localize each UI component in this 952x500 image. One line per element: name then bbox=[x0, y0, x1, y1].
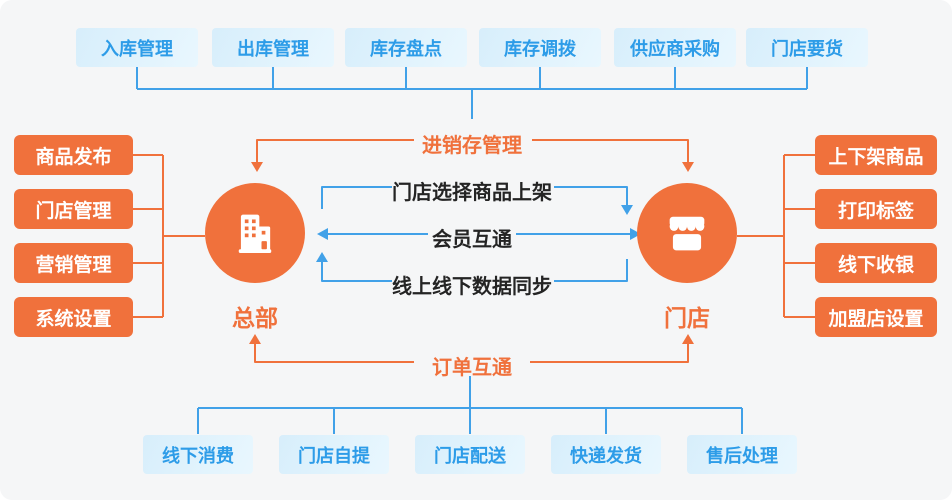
bottom-box-store-pickup: 门店自提 bbox=[279, 435, 389, 474]
headquarters-node-label: 总部 bbox=[232, 306, 278, 332]
left-box-product-publish: 商品发布 bbox=[14, 135, 133, 175]
bottom-box-express-shipping: 快递发货 bbox=[551, 435, 661, 474]
arrowhead-up-link-bottom bbox=[316, 252, 328, 262]
right-box-franchise-settings: 加盟店设置 bbox=[815, 297, 937, 337]
top-bracket-connector bbox=[136, 67, 808, 119]
top-box-stock-taking: 库存盘点 bbox=[345, 28, 467, 67]
store-node-label: 门店 bbox=[664, 306, 710, 332]
headquarters-node bbox=[205, 183, 305, 283]
link-label-member-interop: 会员互通 bbox=[432, 227, 512, 251]
bottom-bracket-connector bbox=[197, 376, 743, 434]
right-box-label-printing: 打印标签 bbox=[815, 189, 937, 229]
arrowhead-up-store bbox=[682, 334, 694, 344]
right-box-offline-cashier: 线下收银 bbox=[815, 243, 937, 283]
arrowhead-down-headquarters bbox=[251, 162, 263, 172]
right-box-product-listing: 上下架商品 bbox=[815, 135, 937, 175]
bottom-box-offline-consumption: 线下消费 bbox=[143, 435, 253, 474]
link-label-online-offline-sync: 线上线下数据同步 bbox=[392, 274, 552, 298]
top-box-store-requisition: 门店要货 bbox=[746, 28, 868, 67]
top-box-outbound-management: 出库管理 bbox=[212, 28, 334, 67]
bottom-box-store-delivery: 门店配送 bbox=[415, 435, 525, 474]
bottom-hub-label-order-interop: 订单互通 bbox=[432, 355, 512, 379]
right-column-connector bbox=[737, 154, 815, 318]
arrowhead-left-link-middle bbox=[317, 228, 328, 240]
top-box-inbound-management: 入库管理 bbox=[76, 28, 198, 67]
left-box-system-settings: 系统设置 bbox=[14, 297, 133, 337]
top-hub-label-inventory-management: 进销存管理 bbox=[422, 133, 522, 157]
arrowhead-down-link-top bbox=[621, 205, 633, 215]
link-label-store-select-products: 门店选择商品上架 bbox=[392, 180, 552, 204]
left-box-store-management: 门店管理 bbox=[14, 189, 133, 229]
bottom-box-after-sales: 售后处理 bbox=[687, 435, 797, 474]
storefront-icon bbox=[669, 216, 705, 251]
top-box-supplier-purchase: 供应商采购 bbox=[614, 28, 736, 67]
top-box-stock-transfer: 库存调拨 bbox=[479, 28, 601, 67]
arrowhead-up-headquarters bbox=[249, 334, 261, 344]
left-column-connector bbox=[133, 154, 205, 318]
arrowhead-down-store bbox=[682, 162, 694, 172]
store-node bbox=[637, 183, 737, 283]
building-icon bbox=[238, 214, 272, 254]
left-box-marketing-management: 营销管理 bbox=[14, 243, 133, 283]
